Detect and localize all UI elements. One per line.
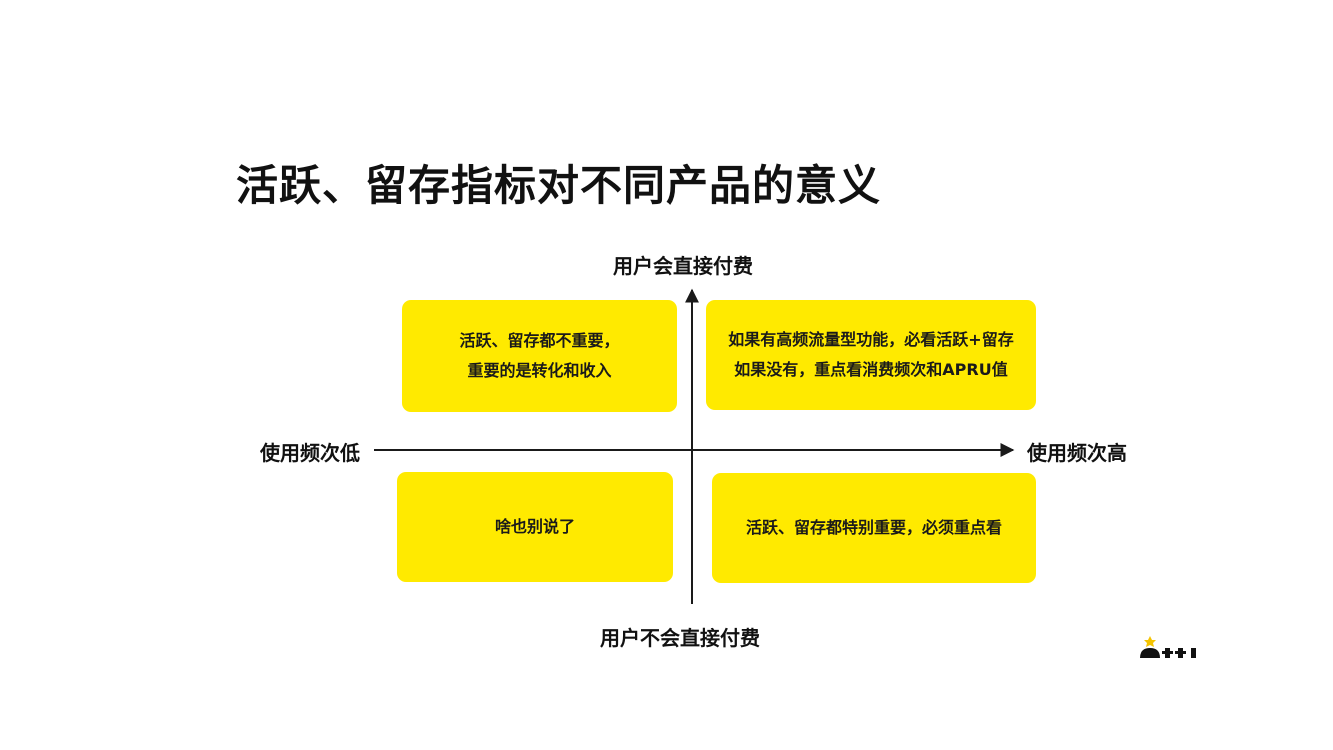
quadrant-top-left: 活跃、留存都不重要， 重要的是转化和收入: [402, 300, 677, 412]
quadrant-bottom-right-line1: 活跃、留存都特别重要，必须重点看: [745, 518, 1002, 537]
quadrant-top-left-line1: 活跃、留存都不重要，: [459, 331, 620, 350]
quadrant-top-right: 如果有高频流量型功能，必看活跃+留存 如果没有，重点看消费频次和APRU值: [706, 300, 1036, 410]
quadrant-bottom-left-line1: 啥也别说了: [494, 517, 575, 536]
axis-label-left: 使用频次低: [260, 441, 360, 465]
slide-title: 活跃、留存指标对不同产品的意义: [236, 161, 882, 210]
axis-label-bottom: 用户不会直接付费: [600, 626, 760, 650]
quadrant-bottom-right: 活跃、留存都特别重要，必须重点看: [712, 473, 1036, 583]
quadrant-top-right-line2: 如果没有，重点看消费频次和APRU值: [734, 360, 1008, 379]
axis-label-right: 使用频次高: [1027, 441, 1127, 465]
quadrant-bottom-left: 啥也别说了: [397, 472, 673, 582]
logo-icon: [1140, 636, 1196, 658]
brand-logo-fragment: [1138, 636, 1200, 658]
quadrant-top-left-line2: 重要的是转化和收入: [467, 361, 612, 380]
axis-label-top: 用户会直接付费: [613, 254, 753, 278]
quadrant-top-right-line1: 如果有高频流量型功能，必看活跃+留存: [728, 330, 1014, 349]
